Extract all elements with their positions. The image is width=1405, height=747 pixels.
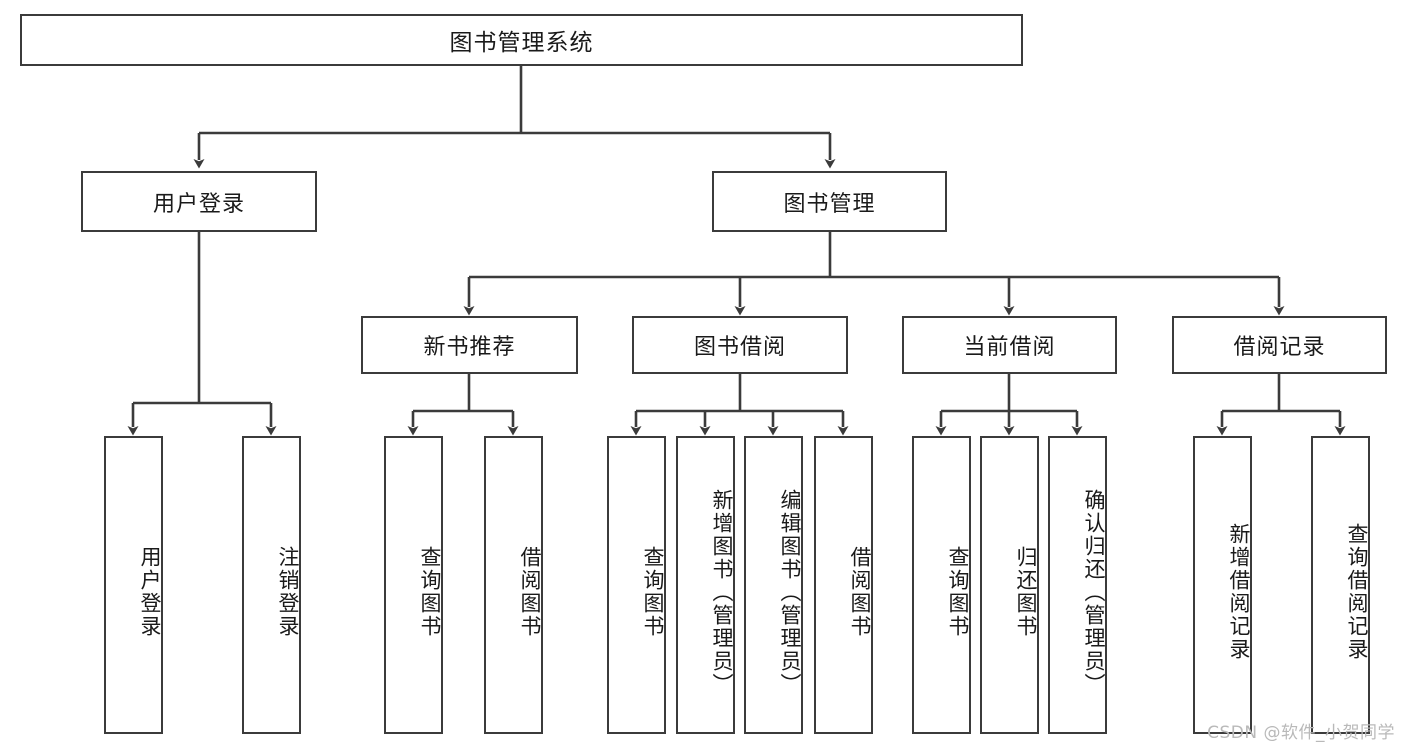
node-label: 借阅记录 <box>1233 335 1326 360</box>
node-label: 图书借阅 <box>693 335 786 360</box>
node-label: 借阅图书 <box>518 546 542 638</box>
node-leaf-edit-book[interactable]: 编辑图书（管理员） <box>744 436 803 734</box>
node-borrow-record[interactable]: 借阅记录 <box>1172 316 1387 374</box>
node-leaf-logout[interactable]: 注销登录 <box>242 436 301 734</box>
node-label: 新增图书（管理员） <box>710 488 734 696</box>
node-label: 当前借阅 <box>963 335 1056 360</box>
node-label: 用户登录 <box>138 546 162 638</box>
node-label: 新增借阅记录 <box>1227 523 1251 661</box>
node-label: 查询图书 <box>641 546 665 638</box>
node-leaf-borrow-book-2[interactable]: 借阅图书 <box>814 436 873 734</box>
node-label: 新书推荐 <box>423 335 516 360</box>
node-label: 查询图书 <box>418 546 442 638</box>
node-label: 图书管理 <box>783 191 876 217</box>
node-book-borrow[interactable]: 图书借阅 <box>632 316 848 374</box>
node-leaf-return-book[interactable]: 归还图书 <box>980 436 1039 734</box>
node-leaf-query-record[interactable]: 查询借阅记录 <box>1311 436 1370 734</box>
node-label: 查询图书 <box>946 546 970 638</box>
node-leaf-add-book[interactable]: 新增图书（管理员） <box>676 436 735 734</box>
node-label: 编辑图书（管理员） <box>778 488 802 696</box>
node-new-book-recommend[interactable]: 新书推荐 <box>361 316 578 374</box>
node-leaf-confirm-return[interactable]: 确认归还（管理员） <box>1048 436 1107 734</box>
csdn-watermark: CSDN @软件_小贺同学 <box>1207 723 1395 743</box>
node-user-login[interactable]: 用户登录 <box>81 171 317 232</box>
node-root-book-management-system[interactable]: 图书管理系统 <box>20 14 1023 66</box>
node-label: 图书管理系统 <box>449 30 594 56</box>
node-label: 用户登录 <box>152 191 245 217</box>
node-leaf-add-record[interactable]: 新增借阅记录 <box>1193 436 1252 734</box>
node-label: 归还图书 <box>1014 546 1038 638</box>
node-label: 注销登录 <box>276 546 300 638</box>
node-leaf-query-book-1[interactable]: 查询图书 <box>384 436 443 734</box>
node-leaf-query-book-2[interactable]: 查询图书 <box>607 436 666 734</box>
node-label: 借阅图书 <box>848 546 872 638</box>
node-leaf-borrow-book-1[interactable]: 借阅图书 <box>484 436 543 734</box>
node-book-management[interactable]: 图书管理 <box>712 171 947 232</box>
node-label: 确认归还（管理员） <box>1082 488 1106 696</box>
node-leaf-user-login[interactable]: 用户登录 <box>104 436 163 734</box>
node-leaf-query-book-3[interactable]: 查询图书 <box>912 436 971 734</box>
node-label: 查询借阅记录 <box>1345 523 1369 661</box>
node-current-borrow[interactable]: 当前借阅 <box>902 316 1117 374</box>
